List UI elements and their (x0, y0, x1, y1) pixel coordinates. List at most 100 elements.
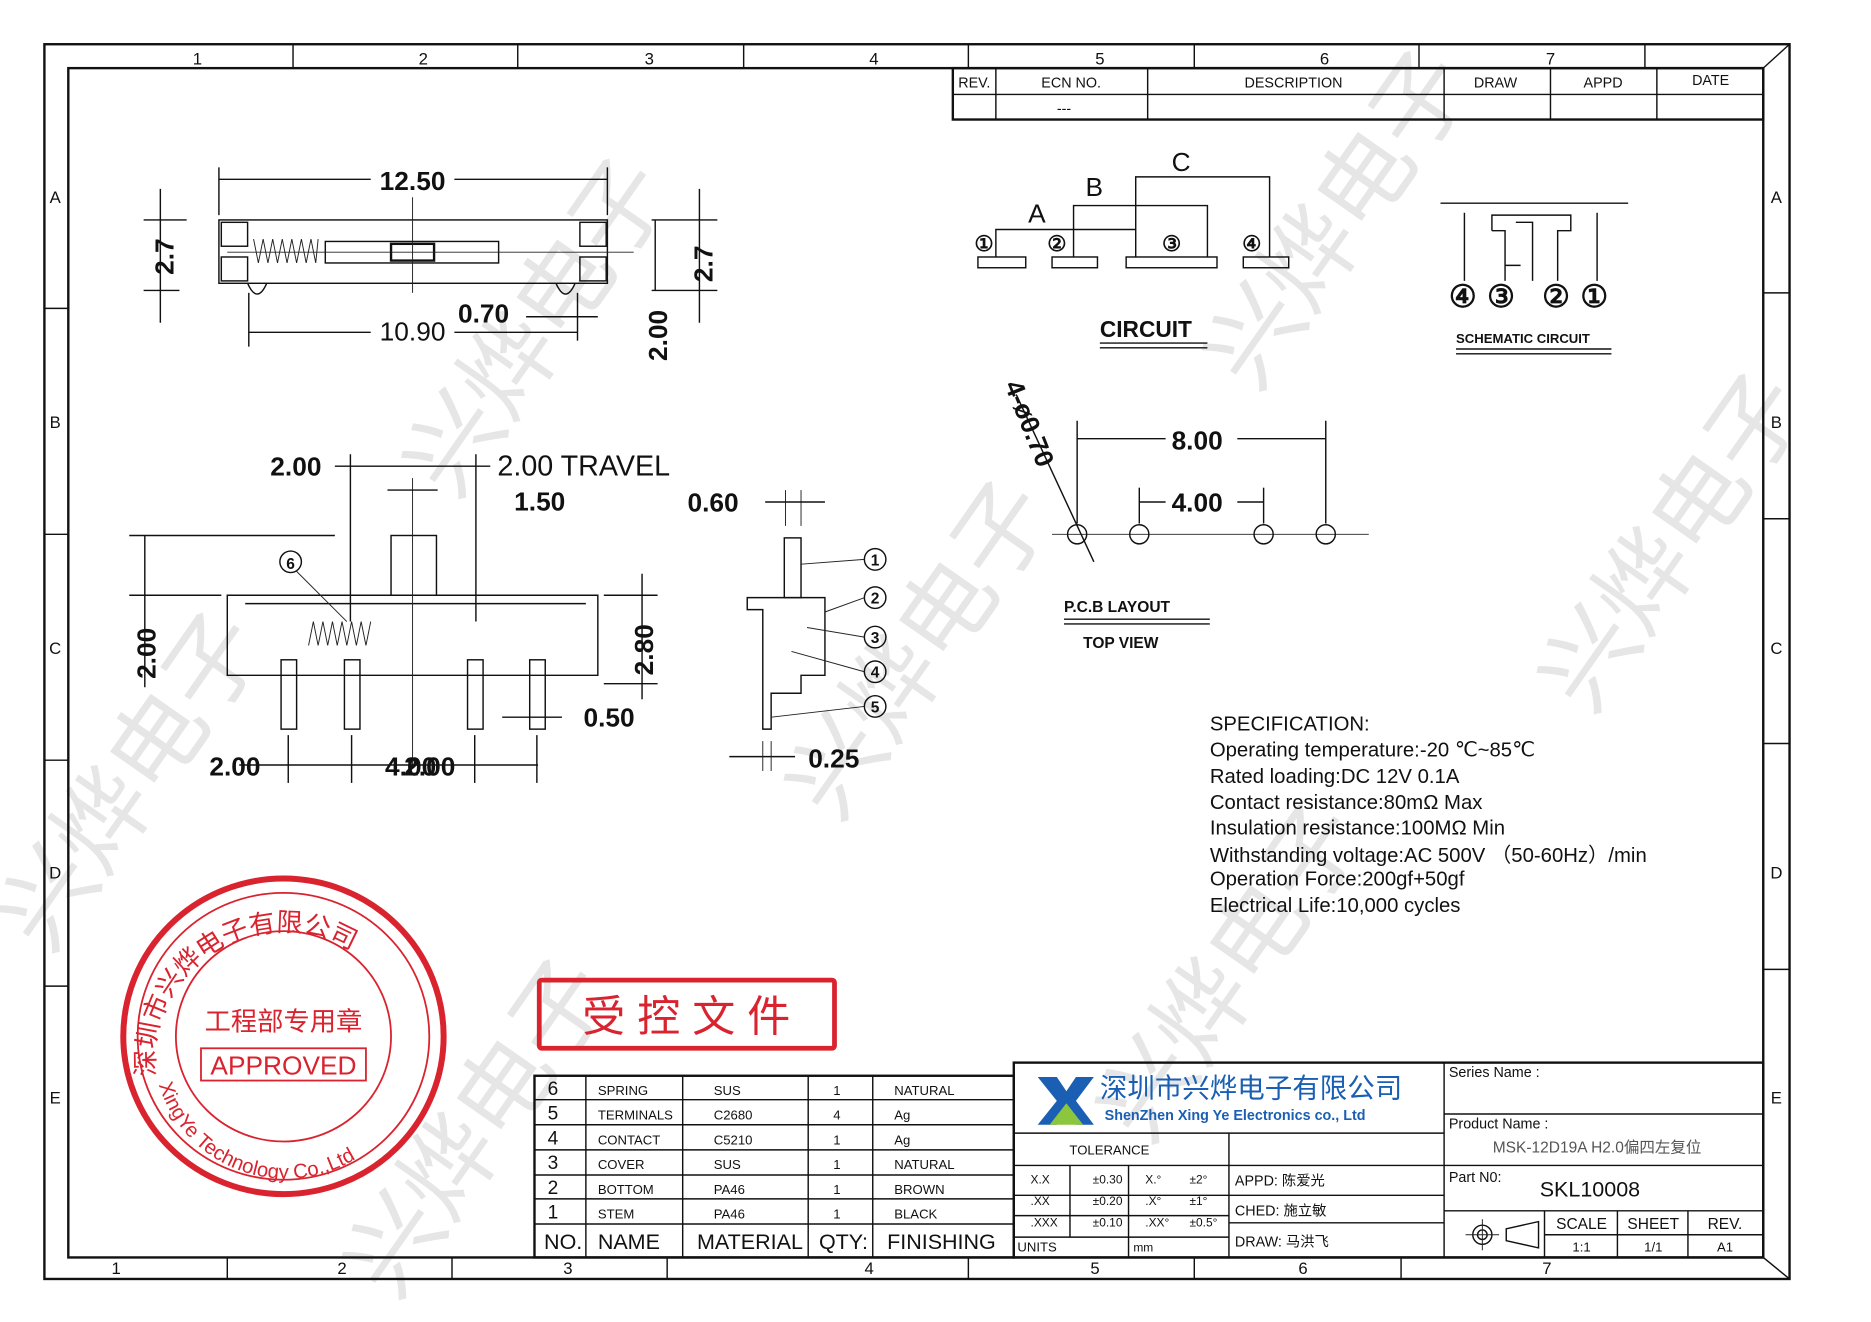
position-b: B (1086, 172, 1104, 202)
spec-line: Operation Force:200gf+50gf (1210, 869, 1465, 891)
bom-no: 2 (548, 1178, 559, 1199)
tolerance-cell: .XX° (1145, 1215, 1169, 1229)
bom-finishing: Ag (894, 1132, 910, 1147)
approved-stamp: 深圳市兴烨电子有限公司 XingYe Technology Co.,Ltd 工程… (120, 875, 447, 1198)
dim-notch: 0.70 (458, 299, 509, 329)
ched-field: CHED: 施立敏 (1235, 1203, 1327, 1220)
bom-finishing: BLACK (894, 1207, 937, 1222)
dim-pin-width: 0.50 (583, 703, 634, 733)
dim-pin-pitch-overlap: 2.00 (404, 752, 455, 782)
zone-col: 1 (193, 50, 202, 69)
pcb-title: P.C.B LAYOUT (1064, 599, 1171, 616)
spec-line: Rated loading:DC 12V 0.1A (1210, 766, 1460, 788)
dim-pcb-inner: 4.00 (1172, 488, 1223, 518)
revision-table: REV. ECN NO. DESCRIPTION DRAW APPD DATE … (951, 66, 1765, 121)
date-header: DATE (1692, 73, 1729, 89)
tolerance-cell: ±0.30 (1093, 1172, 1123, 1186)
bom-no: 5 (548, 1104, 559, 1125)
bom-finishing: NATURAL (894, 1083, 954, 1098)
spec-line: Contact resistance:80mΩ Max (1210, 792, 1483, 814)
dim-pin-pitch-mid: 4.00 (385, 752, 436, 782)
bom-qty: 1 (833, 1207, 840, 1222)
spec-line: Electrical Life:10,000 cycles (1210, 895, 1461, 917)
rev-value: A1 (1717, 1239, 1733, 1254)
bom-no: 4 (548, 1128, 559, 1149)
circuit-diagram: A B C ① ② ③ ④ CIRCUIT (974, 147, 1290, 349)
sheet-label: SHEET (1627, 1216, 1679, 1233)
bom-qty: 1 (833, 1182, 840, 1197)
bom-header-material: MATERIAL (697, 1230, 803, 1254)
dim-height-right: 2.7 (689, 246, 719, 283)
rev-label: REV. (1708, 1216, 1743, 1233)
watermark: 兴烨电子 (1075, 783, 1386, 1161)
zone-col: 3 (645, 50, 654, 69)
tolerance-cell: X.° (1145, 1172, 1161, 1186)
front-view: 2.00 2.00 TRAVEL 1.50 2.00 2.80 0.50 2.0… (129, 451, 670, 783)
bom-no: 3 (548, 1153, 559, 1174)
tolerance-cell: X.X (1031, 1172, 1050, 1186)
circuit-title: CIRCUIT (1100, 316, 1192, 342)
schematic-terminal-1: ① (1580, 279, 1608, 314)
controlled-document-label: 受 控 文 件 (582, 994, 790, 1042)
draw-header: DRAW (1474, 75, 1518, 91)
units-label: UNITS (1017, 1239, 1057, 1254)
drawing-frame: 1 2 3 4 5 6 7 1 2 3 4 5 6 7 A B C D E A … (43, 43, 1791, 1281)
bom-qty: 1 (833, 1083, 840, 1098)
zone-row: E (1771, 1088, 1782, 1107)
dim-travel-left: 2.00 (270, 452, 321, 482)
zone-col: 2 (337, 1259, 346, 1278)
company-name-cn: 深圳市兴烨电子有限公司 (1100, 1072, 1402, 1103)
zone-col: 1 (111, 1259, 120, 1278)
terminal-3: ③ (1162, 232, 1181, 256)
dim-side-bottom: 0.25 (808, 743, 859, 773)
bom-finishing: Ag (894, 1108, 910, 1123)
terminal-4: ④ (1242, 232, 1261, 256)
appd-field: APPD: 陈爱光 (1235, 1172, 1325, 1190)
tolerance-cell: ±0.20 (1093, 1194, 1123, 1208)
zone-row: C (49, 639, 61, 658)
bom-material: PA46 (714, 1182, 745, 1197)
bom-qty: 1 (833, 1157, 840, 1172)
spec-line: Insulation resistance:100MΩ Min (1210, 817, 1505, 839)
zone-row: A (50, 188, 62, 207)
tolerance-cell: .XX (1031, 1194, 1050, 1208)
watermarks: 兴烨电子 兴烨电子 兴烨电子 兴烨电子 兴烨电子 兴烨电子 兴烨电子 (0, 30, 1828, 1316)
tolerance-cell: .X° (1145, 1194, 1161, 1208)
part-no-label: Part N0: (1449, 1170, 1502, 1186)
side-view: 0.60 0.25 1 2 3 4 5 (687, 488, 887, 773)
dim-pin-pitch-left: 2.00 (209, 752, 260, 782)
zone-col: 4 (865, 1259, 874, 1278)
zone-col: 6 (1320, 50, 1329, 69)
bom-material: SUS (714, 1083, 741, 1098)
zone-col: 2 (419, 50, 428, 69)
position-a: A (1028, 198, 1046, 228)
bom-name: STEM (598, 1207, 634, 1222)
bom-name: BOTTOM (598, 1182, 654, 1197)
bom-qty: 4 (833, 1108, 840, 1123)
callout-4: 4 (871, 665, 880, 682)
bom-material: SUS (714, 1157, 741, 1172)
top-view: 12.50 2.7 2.7 2.00 10.90 0.70 (143, 166, 719, 361)
zone-col: 5 (1090, 1259, 1099, 1278)
sheet-value: 1/1 (1644, 1239, 1662, 1254)
zone-col: 4 (869, 50, 878, 69)
scale-value: 1:1 (1572, 1239, 1590, 1254)
tolerance-cell: .XXX (1031, 1215, 1058, 1229)
schematic-title: SCHEMATIC CIRCUIT (1456, 331, 1590, 346)
title-block: 深圳市兴烨电子有限公司 ShenZhen Xing Ye Electronics… (1012, 1061, 1765, 1259)
callout-2: 2 (871, 591, 880, 608)
series-name-label: Series Name : (1449, 1065, 1540, 1081)
terminal-1: ① (974, 232, 993, 256)
bom-header-no: NO. (544, 1230, 582, 1254)
dim-pcb-span: 8.00 (1172, 425, 1223, 455)
tolerance-cell: ±1° (1190, 1194, 1208, 1208)
callout-1: 1 (871, 552, 880, 569)
callout-6: 6 (286, 556, 295, 573)
dim-height-right-front: 2.80 (629, 624, 659, 675)
dim-pcb-holes: 4-ø0.70 (999, 376, 1061, 471)
dim-width: 12.50 (380, 166, 446, 196)
dim-side-top: 0.60 (687, 488, 738, 518)
pcb-subtitle: TOP VIEW (1083, 635, 1159, 652)
callout-5: 5 (871, 699, 880, 716)
